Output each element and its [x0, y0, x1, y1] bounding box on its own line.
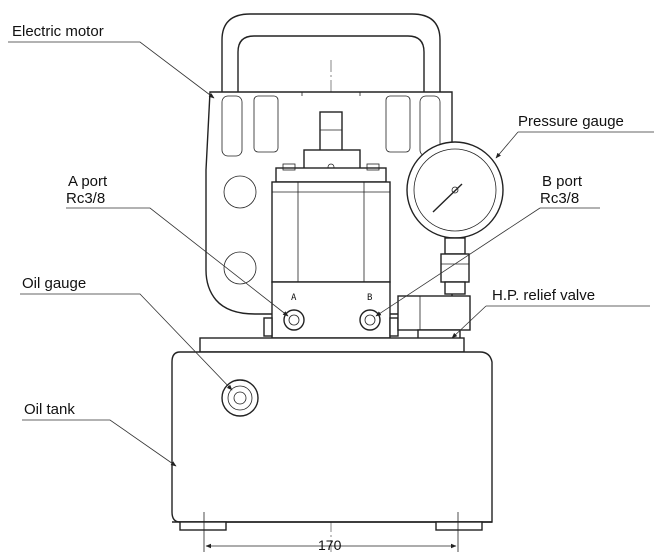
width-dimension: 170	[203, 512, 459, 553]
motor-vent-circle-upper	[223, 175, 257, 209]
label-a-port-thread: Rc3/8	[66, 190, 105, 207]
oil-tank	[171, 351, 493, 531]
pressure-gauge	[406, 141, 504, 295]
b-port-mark: B	[367, 293, 372, 303]
label-b-port-thread: Rc3/8	[540, 190, 579, 207]
label-hp-relief-valve: H.P. relief valve	[492, 287, 595, 304]
valve-block	[271, 111, 391, 283]
port-block: A B	[263, 281, 399, 339]
label-electric-motor: Electric motor	[12, 23, 104, 40]
leader-lines	[8, 41, 654, 467]
mounting-plate	[199, 337, 465, 353]
motor-vent-circle-lower	[223, 251, 257, 285]
label-b-port: B port	[542, 173, 583, 190]
a-port-mark: A	[291, 293, 297, 303]
a-port-circle	[283, 309, 305, 331]
width-dimension-value: 170	[318, 537, 342, 553]
carry-handle	[221, 13, 441, 92]
label-oil-tank: Oil tank	[24, 401, 75, 418]
label-pressure-gauge: Pressure gauge	[518, 113, 624, 130]
label-a-port: A port	[68, 173, 108, 190]
tank-foot-left	[179, 521, 227, 531]
label-oil-gauge: Oil gauge	[22, 275, 86, 292]
tank-foot-right	[435, 521, 483, 531]
